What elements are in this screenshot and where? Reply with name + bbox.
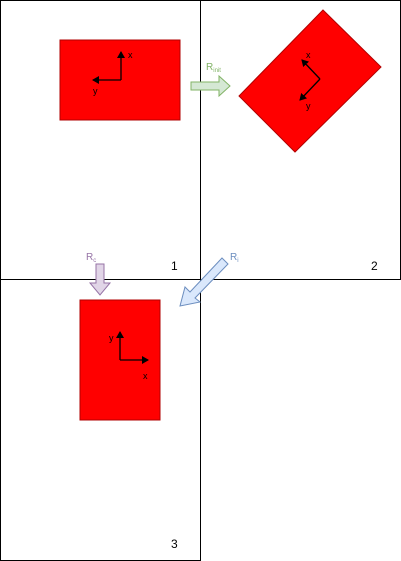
panel-2-rectangle <box>238 9 382 153</box>
panel-2: x y 2 <box>238 9 382 273</box>
panel-2-number: 2 <box>371 259 378 273</box>
r-init-label: Rinit <box>206 62 221 74</box>
panel-3: y x 3 <box>79 299 178 551</box>
panel-2-axes <box>299 59 321 101</box>
r-c-arrow: Rc <box>86 252 112 296</box>
panel-3-axes <box>116 331 149 364</box>
r-i-arrow: Ri <box>179 252 239 307</box>
r-c-label: Rc <box>86 252 96 264</box>
r-init-arrow: Rinit <box>190 62 231 98</box>
panel-1-number: 1 <box>171 259 178 273</box>
panel-1-x-label: x <box>128 50 133 60</box>
panel-2-x-label: x <box>306 50 311 60</box>
panel-1: x y 1 <box>59 39 181 273</box>
panel-1-y-label: y <box>93 86 98 96</box>
panel-3-number: 3 <box>171 537 178 551</box>
panel-3-y-label: y <box>109 333 114 343</box>
panel-1-axes <box>92 51 125 84</box>
panel-2-y-label: y <box>306 101 311 111</box>
r-i-label: Ri <box>230 252 239 264</box>
panel-3-x-label: x <box>143 371 148 381</box>
